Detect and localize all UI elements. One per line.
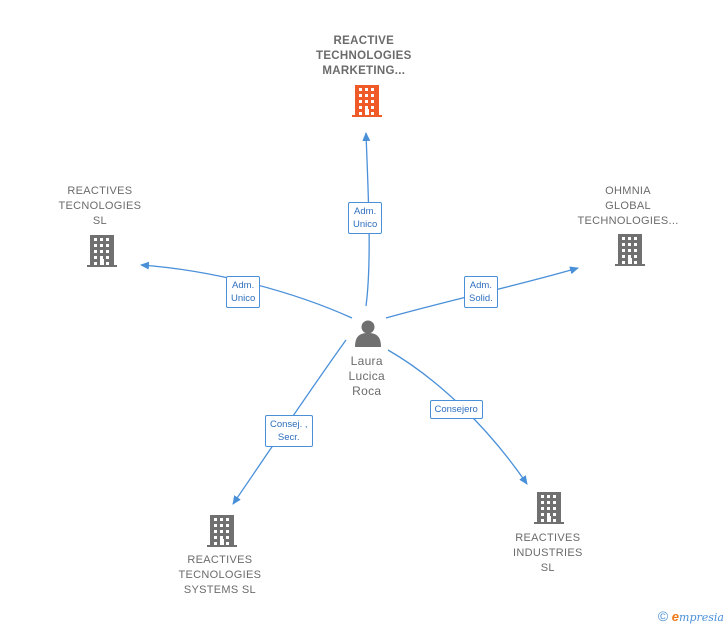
person-icon [355,320,381,347]
company-label-industries[interactable]: REACTIVES INDUSTRIES SL [513,531,583,576]
building-icon [87,235,117,267]
person-name-label-line: Roca [352,384,382,398]
company-label-marketing[interactable]: REACTIVE TECHNOLOGIES MARKETING... [316,34,412,79]
edge-label-line: Adm. [354,206,377,217]
company-label-ohmnia-line: GLOBAL [605,200,651,212]
empresia-logo: © empresia [658,608,724,624]
company-label-systems-line: REACTIVES [187,554,253,566]
company-label-tecnologies-line: REACTIVES [67,185,133,197]
edge-label-line: Consej. , [270,419,308,430]
edge-label-line: Unico [353,219,378,230]
company-label-industries-line: REACTIVES [515,532,581,544]
copyright-symbol: © [657,608,669,624]
edge-label-line: Solid. [469,293,493,304]
building-icon [534,492,564,524]
company-label-ohmnia-line: OHMNIA [605,185,651,197]
company-label-marketing-line: TECHNOLOGIES [316,50,412,62]
company-label-systems-line: SYSTEMS SL [183,584,256,596]
brand-initial: e [671,609,680,624]
edge-label-line: Adm. [232,280,255,291]
edge-label-industries[interactable]: Consejero [429,399,483,419]
company-label-ohmnia[interactable]: OHMNIA GLOBAL TECHNOLOGIES... [578,184,679,229]
edge-label-line: Secr. [277,432,300,443]
company-label-systems-line: TECNOLOGIES [178,569,262,581]
edge-label-line: Unico [231,293,256,304]
company-label-industries-line: SL [540,562,555,574]
building-icon [352,85,382,117]
edge-label-line: Consejero [434,403,478,415]
person-name-label-line: Lucica [348,369,385,383]
company-label-marketing-line: MARKETING... [322,65,406,77]
edge-label-systems[interactable]: Consej. , Secr. [265,415,313,447]
edge-label-tecnologies[interactable]: Adm. Unico [226,276,261,308]
company-label-tecnologies[interactable]: REACTIVES TECNOLOGIES SL [59,184,142,229]
company-label-tecnologies-line: SL [92,215,107,227]
company-label-ohmnia-line: TECHNOLOGIES... [577,215,679,227]
company-label-systems[interactable]: REACTIVES TECNOLOGIES SYSTEMS SL [179,553,262,598]
brand-name: mpresia [679,611,724,624]
company-label-tecnologies-line: TECNOLOGIES [58,200,142,212]
building-icon [207,515,237,547]
building-icon [615,234,645,266]
edge-label-line: Adm. [469,280,492,291]
company-label-marketing-line: REACTIVE [333,35,395,47]
edge-label-ohmnia[interactable]: Adm. Solid. [464,276,498,308]
edge-label-marketing[interactable]: Adm. Unico [348,202,383,234]
company-label-industries-line: INDUSTRIES [513,547,583,559]
person-name-label-line: Laura [350,354,383,368]
